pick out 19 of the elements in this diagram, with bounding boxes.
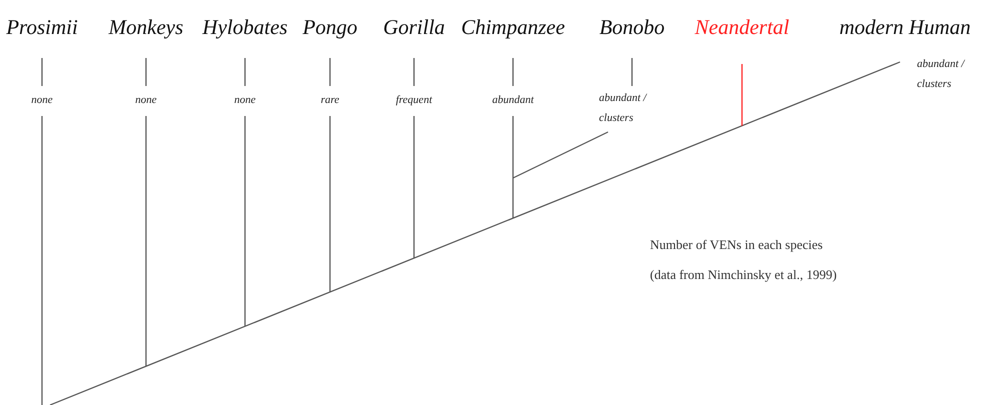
ven-abundance: rare xyxy=(320,93,340,108)
species-name: Pongo xyxy=(302,14,358,41)
species-name: Monkeys xyxy=(108,14,184,41)
species-name: Chimpanzee xyxy=(460,14,566,41)
ven-abundance: none xyxy=(233,93,257,108)
ven-abundance: none xyxy=(134,93,158,108)
ven-abundance: abundant / clusters xyxy=(599,91,648,126)
ven-abundance: frequent xyxy=(394,93,434,108)
note-text: (data from Nimchinsky et al., 1999) xyxy=(650,266,838,284)
species-name: modern Human xyxy=(838,14,972,41)
ven-abundance: abundant xyxy=(491,93,535,108)
species-name: Bonobo xyxy=(598,14,666,41)
species-name: Neandertal xyxy=(694,14,790,41)
species-name: Hylobates xyxy=(201,14,289,41)
ven-abundance: none xyxy=(30,93,54,108)
ven-abundance: abundant / clusters xyxy=(917,57,966,92)
note-text: Number of VENs in each species xyxy=(650,236,824,254)
species-name: Gorilla xyxy=(382,14,446,41)
species-name: Prosimii xyxy=(5,14,79,41)
